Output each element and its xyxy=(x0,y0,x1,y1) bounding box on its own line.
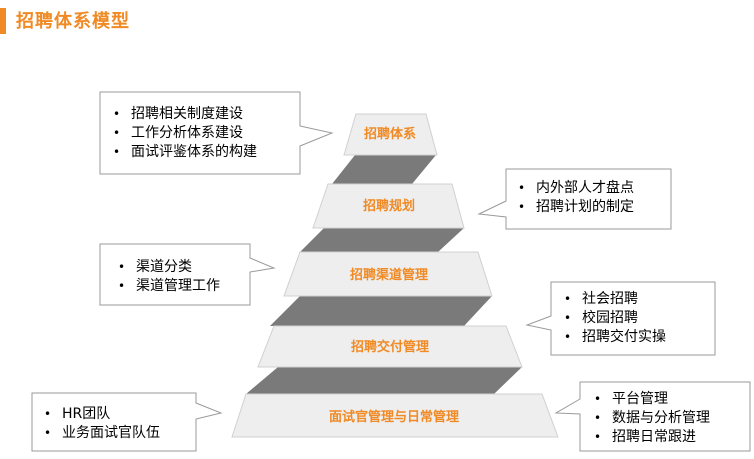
title-accent-bar xyxy=(0,8,6,34)
callout-interviewer-right: 平台管理 数据与分析管理 招聘日常跟进 xyxy=(586,390,710,447)
list-item: 业务面试官队伍 xyxy=(36,424,160,443)
callout-channel: 渠道分类 渠道管理工作 xyxy=(110,258,220,296)
list-item: 社会招聘 xyxy=(556,290,666,309)
list-item: 招聘计划的制定 xyxy=(510,198,634,217)
tier-5 xyxy=(231,393,559,438)
tier-4-label: 招聘交付管理 xyxy=(351,339,429,355)
tier-4 xyxy=(257,325,523,368)
list-item: 招聘交付实操 xyxy=(556,328,666,347)
connector-3-4 xyxy=(270,296,492,326)
tier-3-label: 招聘渠道管理 xyxy=(350,267,428,283)
tier-1-label: 招聘体系 xyxy=(364,126,416,142)
tier-2 xyxy=(312,183,465,229)
tier-2-label: 招聘规划 xyxy=(363,198,415,214)
page-title: 招聘体系模型 xyxy=(16,11,130,32)
tier-3 xyxy=(283,251,493,297)
tier-5-label: 面试官管理与日常管理 xyxy=(329,409,459,425)
connector-4-5 xyxy=(246,367,522,394)
tier-1 xyxy=(343,113,438,156)
list-item: 渠道管理工作 xyxy=(110,277,220,296)
list-item: 面试评鉴体系的构建 xyxy=(105,143,257,162)
list-item: HR团队 xyxy=(36,405,160,424)
list-item: 平台管理 xyxy=(586,390,710,409)
callout-delivery: 社会招聘 校园招聘 招聘交付实操 xyxy=(556,290,666,347)
connector-1-2 xyxy=(332,155,436,184)
list-item: 数据与分析管理 xyxy=(586,409,710,428)
list-item: 校园招聘 xyxy=(556,309,666,328)
list-item: 工作分析体系建设 xyxy=(105,124,257,143)
list-item: 招聘日常跟进 xyxy=(586,428,710,447)
list-item: 内外部人才盘点 xyxy=(510,179,634,198)
callout-interviewer-left: HR团队 业务面试官队伍 xyxy=(36,405,160,443)
connector-2-3 xyxy=(300,228,464,252)
callout-planning: 内外部人才盘点 招聘计划的制定 xyxy=(510,179,634,217)
list-item: 招聘相关制度建设 xyxy=(105,105,257,124)
list-item: 渠道分类 xyxy=(110,258,220,277)
callout-system: 招聘相关制度建设 工作分析体系建设 面试评鉴体系的构建 xyxy=(105,105,257,162)
